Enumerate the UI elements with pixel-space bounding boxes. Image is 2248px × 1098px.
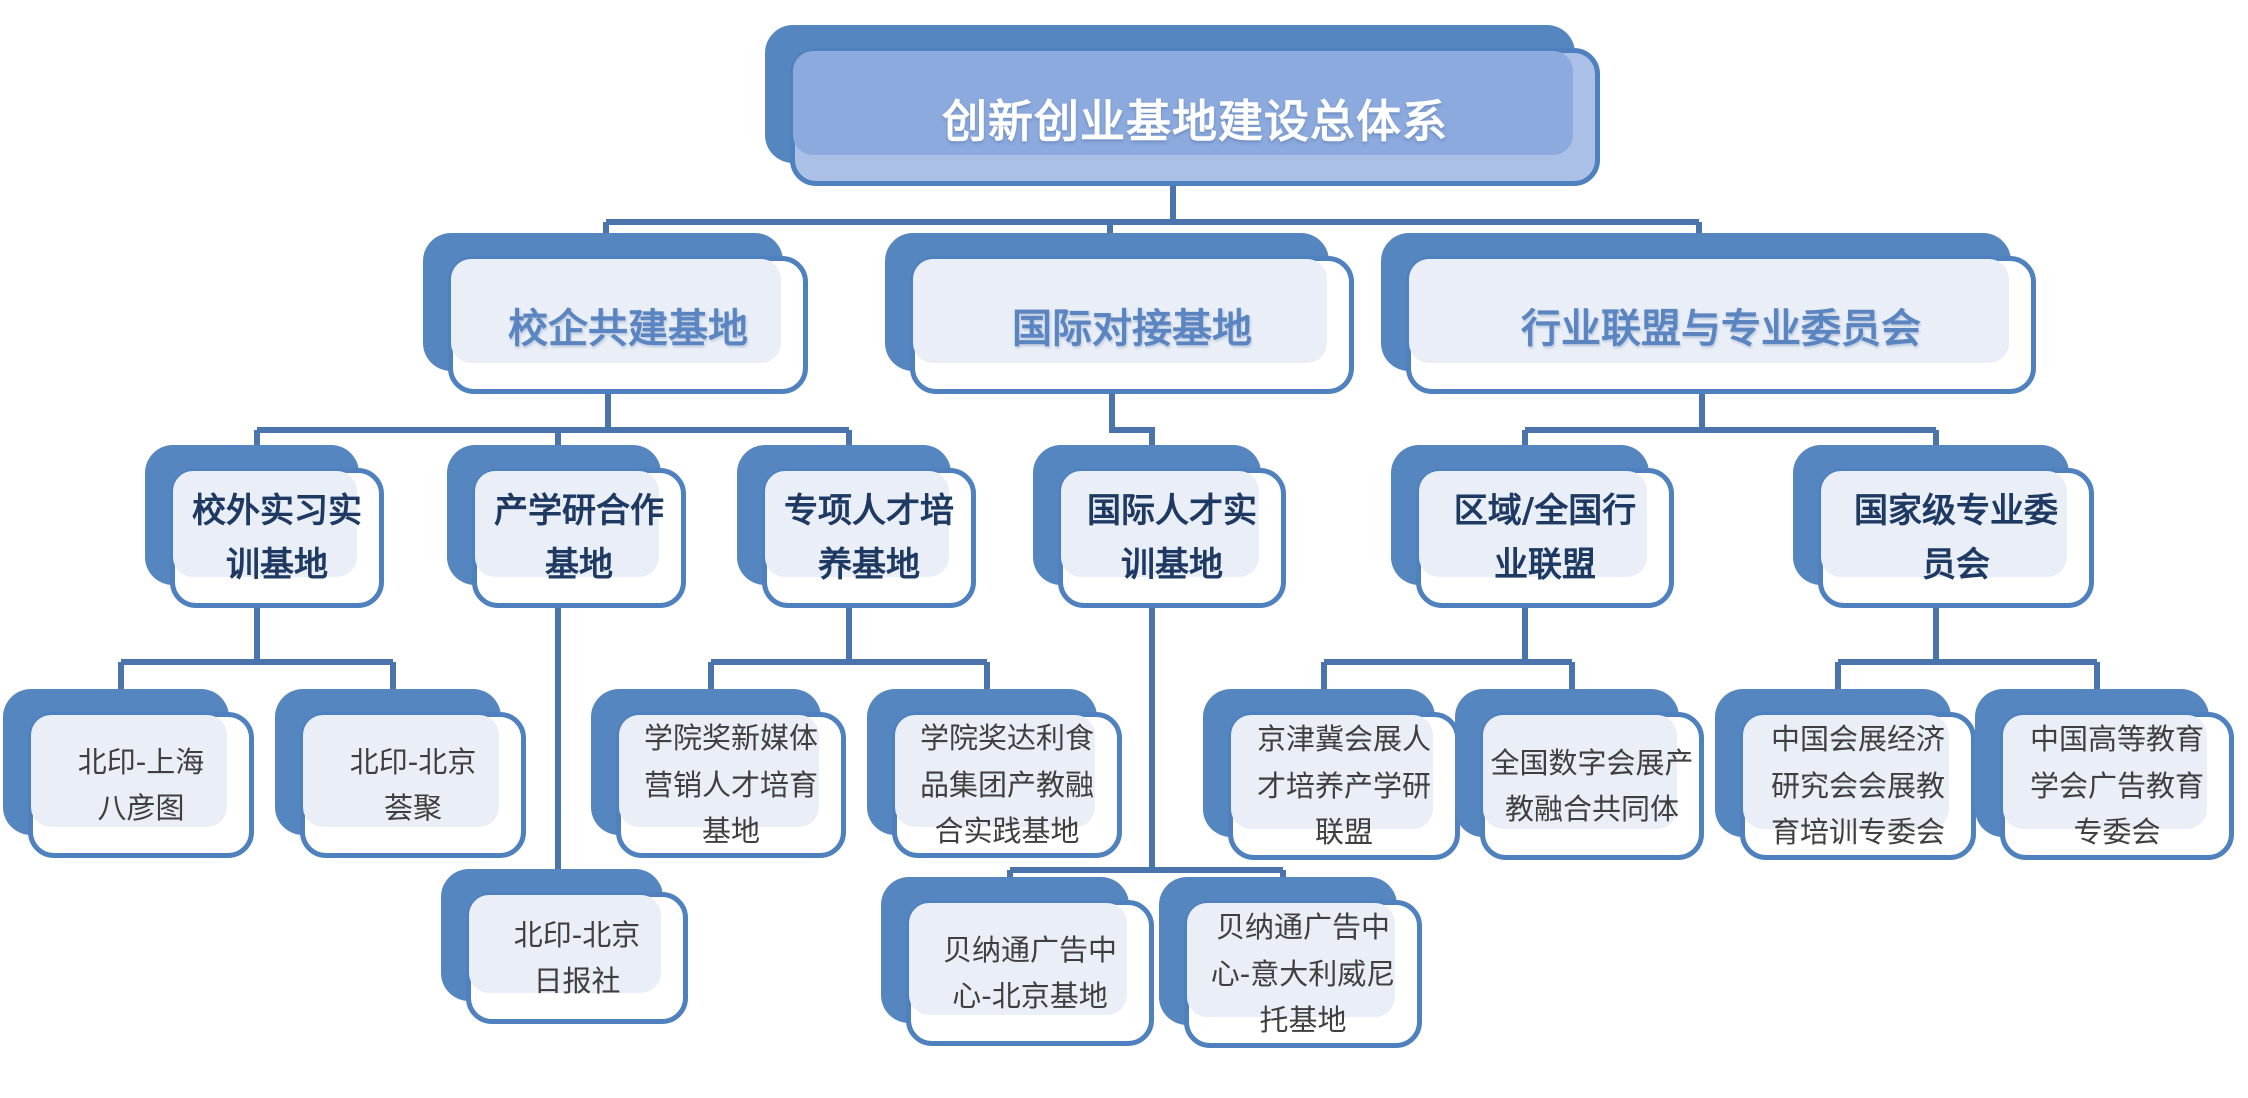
- node-international-docking-bases: 国际对接基地: [885, 233, 1354, 394]
- node-national-professional-committee: 国家级专业委 员会: [1793, 445, 2094, 608]
- node-label: 中国高等教育 学会广告教育 专委会: [2029, 722, 2204, 850]
- node-beiyin-shanghai-bayantu: 北印-上海 八彦图: [3, 689, 254, 858]
- node-label: 学院奖新媒体 营销人才培育 基地: [643, 721, 818, 849]
- node-beiyin-beijing-huiju: 北印-北京 荟聚: [275, 689, 526, 858]
- node-benetton-beijing-base: 贝纳通广告中 心-北京基地: [881, 877, 1154, 1046]
- node-label: 创新创业基地建设总体系: [941, 94, 1448, 148]
- connector-special-group: [708, 606, 990, 712]
- node-regional-national-alliance: 区域/全国行 业联盟: [1391, 445, 1674, 608]
- node-higher-education-ad-committee: 中国高等教育 学会广告教育 专委会: [1975, 689, 2234, 860]
- node-label: 贝纳通广告中 心-意大利威尼 托基地: [1210, 910, 1396, 1038]
- node-industry-academia-research-base: 产学研合作 基地: [447, 445, 686, 608]
- node-jingjinji-alliance: 京津冀会展人 才培养产学研 联盟: [1203, 689, 1460, 860]
- node-label: 全国数字会展产 教融合共同体: [1490, 745, 1694, 826]
- node-label: 校外实习实 训基地: [192, 490, 362, 585]
- node-special-talent-base: 专项人才培 养基地: [737, 445, 976, 608]
- node-label: 校企共建基地: [508, 306, 748, 352]
- node-label: 北印-北京 荟聚: [349, 744, 477, 825]
- node-label: 区域/全国行 业联盟: [1453, 490, 1637, 585]
- node-label: 北印-上海 八彦图: [77, 744, 205, 825]
- node-off-campus-training-base: 校外实习实 训基地: [145, 445, 384, 608]
- node-label: 产学研合作 基地: [494, 490, 664, 585]
- node-xueyuanjiang-dali-base: 学院奖达利食 品集团产教融 合实践基地: [867, 689, 1122, 858]
- connector-alliance-group: [1522, 392, 1939, 468]
- node-label: 京津冀会展人 才培养产学研 联盟: [1256, 722, 1431, 850]
- node-digital-exhibition-community: 全国数字会展产 教融合共同体: [1455, 689, 1704, 860]
- node-label: 国家级专业委 员会: [1854, 490, 2058, 585]
- node-benetton-veneto-base: 贝纳通广告中 心-意大利威尼 托基地: [1159, 877, 1422, 1048]
- node-label: 国际对接基地: [1012, 306, 1252, 352]
- connector-regional-group: [1321, 606, 1575, 712]
- node-school-enterprise-bases: 校企共建基地: [423, 233, 808, 394]
- node-label: 北印-北京 日报社: [513, 917, 641, 998]
- node-xueyuanjiang-new-media-base: 学院奖新媒体 营销人才培育 基地: [591, 689, 846, 858]
- node-industry-alliances-committees: 行业联盟与专业委员会: [1381, 233, 2036, 394]
- node-label: 国际人才实 训基地: [1087, 490, 1257, 585]
- node-exhibition-economy-committee: 中国会展经济 研究会会展教 育培训专委会: [1715, 689, 1976, 860]
- root-node: 创新创业基地建设总体系: [765, 25, 1600, 186]
- connector-offcampus-group: [118, 606, 396, 712]
- connector-national-group: [1835, 606, 2100, 712]
- node-label: 学院奖达利食 品集团产教融 合实践基地: [919, 721, 1094, 849]
- node-international-talent-base: 国际人才实 训基地: [1033, 445, 1286, 608]
- node-label: 贝纳通广告中 心-北京基地: [942, 932, 1117, 1013]
- node-label: 中国会展经济 研究会会展教 育培训专委会: [1770, 722, 1945, 850]
- connector-intl-talent-group: [1007, 606, 1286, 904]
- node-label: 专项人才培 养基地: [784, 490, 954, 585]
- node-label: 行业联盟与专业委员会: [1521, 306, 1921, 352]
- node-beiyin-beijing-daily: 北印-北京 日报社: [441, 869, 688, 1024]
